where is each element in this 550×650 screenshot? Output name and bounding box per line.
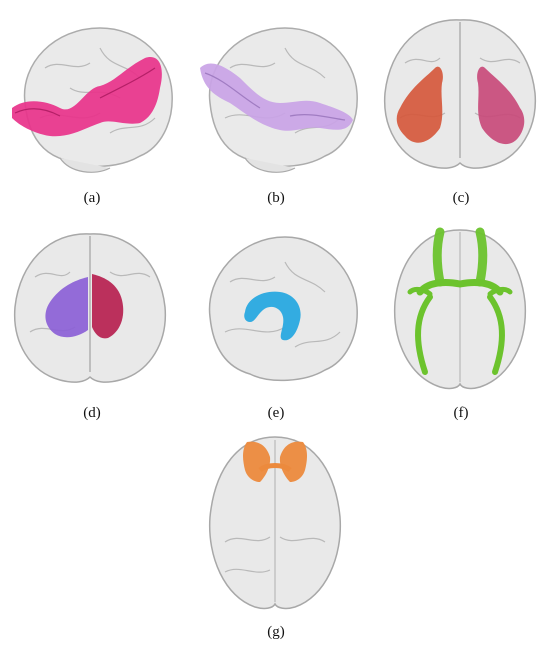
- panel-b: [185, 8, 365, 183]
- panel-c: [370, 8, 550, 183]
- crimson-tract-icon: [92, 274, 124, 339]
- caption-g: (g): [267, 624, 285, 640]
- brain-axial-image: [393, 227, 527, 390]
- brain-lateral-image: [12, 27, 173, 173]
- caption-b: (b): [267, 190, 285, 206]
- green-arch-tract-icon: [415, 294, 505, 375]
- pink-tract-icon: [12, 57, 162, 137]
- panel-d: [0, 222, 180, 397]
- brain-axial-image: [208, 436, 342, 610]
- panel-f: [370, 222, 550, 397]
- brain-lateral-image: [208, 236, 358, 382]
- panel-e: [185, 222, 365, 397]
- brain-coronal-image: [383, 19, 537, 169]
- caption-c: (c): [452, 190, 470, 206]
- lavender-tract-icon: [200, 63, 353, 131]
- brain-lateral-image: [200, 27, 358, 173]
- orange-tract-left-icon: [243, 441, 271, 482]
- caption-f: (f): [453, 405, 469, 421]
- caption-e: (e): [267, 405, 285, 421]
- orange-tract-right-icon: [279, 441, 307, 482]
- caption-a: (a): [83, 190, 101, 206]
- caption-d: (d): [83, 405, 101, 421]
- panel-a: [0, 8, 180, 183]
- red-tract-icon: [396, 66, 443, 143]
- blue-arc-tract-icon: [244, 291, 301, 341]
- magenta-tract-icon: [477, 66, 525, 145]
- purple-tract-icon: [45, 277, 88, 338]
- brain-coronal-image: [13, 233, 167, 383]
- panel-g: [185, 432, 365, 617]
